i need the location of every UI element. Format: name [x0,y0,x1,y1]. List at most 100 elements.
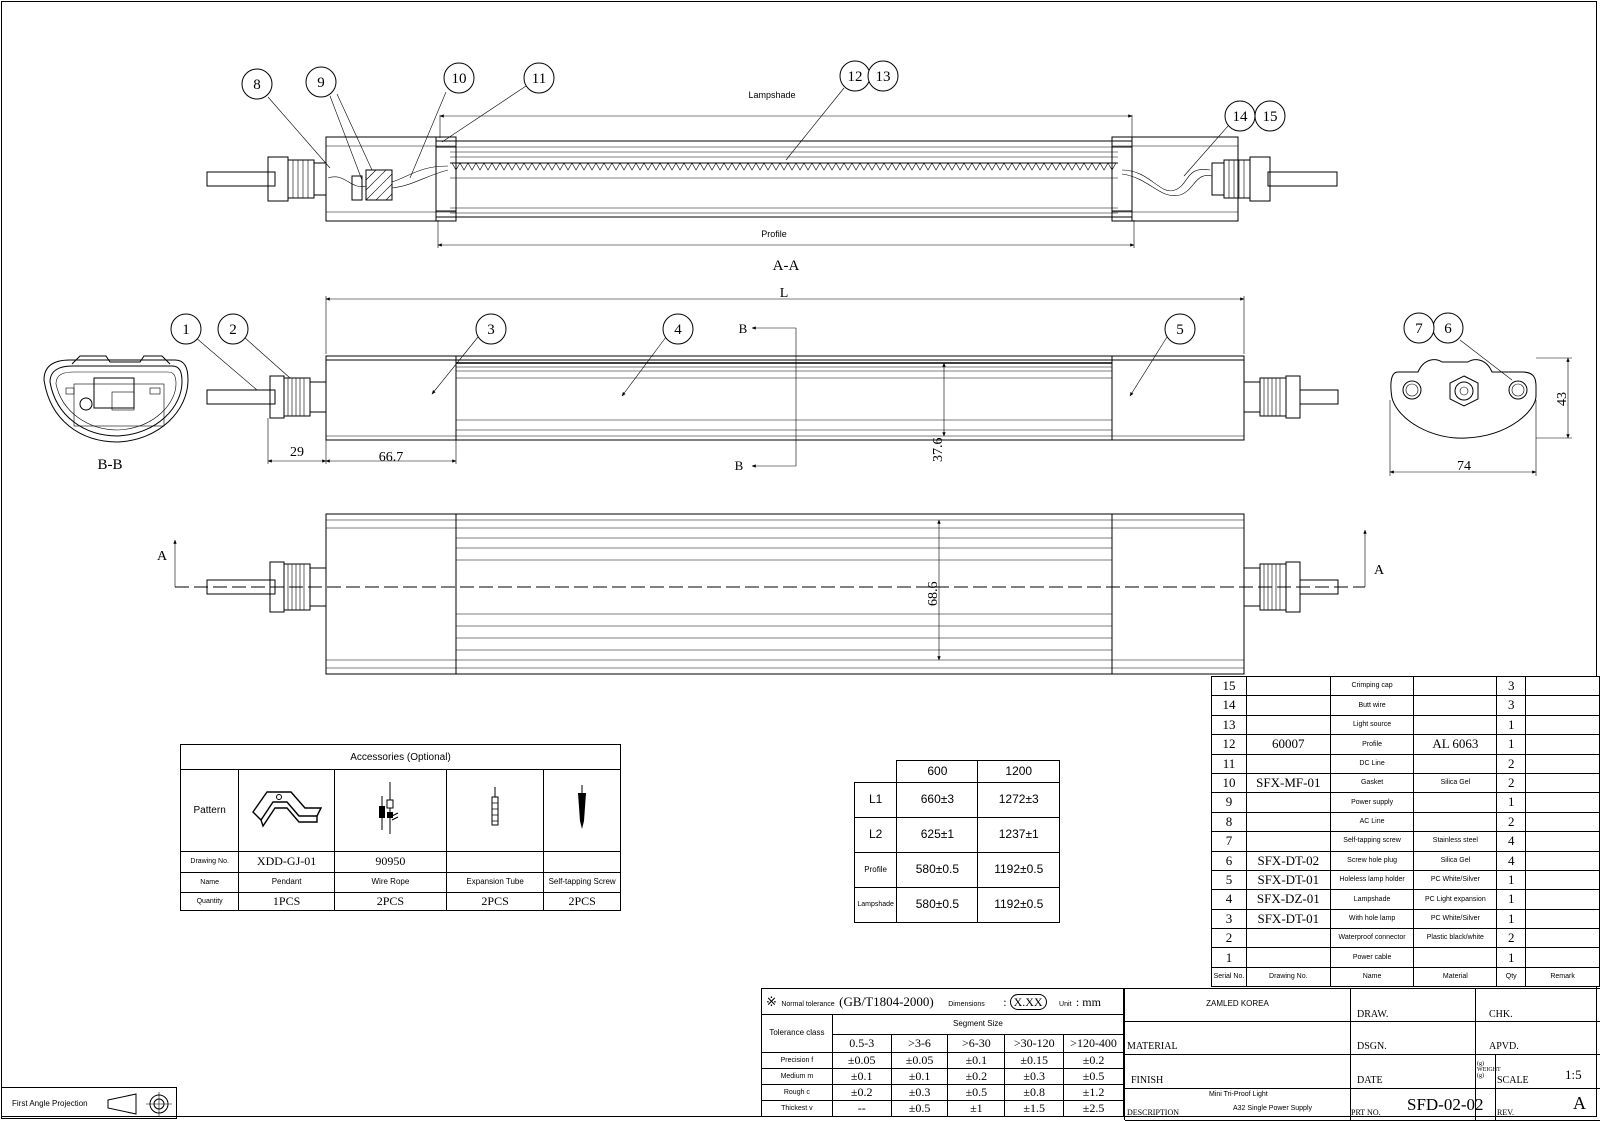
tolerance-value: ±0.8 [1004,1084,1065,1101]
bom-material: PC Light expansion [1413,889,1498,910]
dim-66-7: 66.7 [379,450,404,465]
bom-qty: 1 [1496,908,1527,930]
tolerance-symbol: ※ [766,993,777,1009]
row-label-quantity: Quantity [179,892,240,911]
bom-remark [1525,869,1600,891]
tolerance-value: ±0.1 [947,1052,1006,1069]
rev-value: A [1573,1093,1586,1113]
date-label: DATE [1357,1075,1383,1086]
accessories-title: Accessories (Optional) [180,744,621,770]
bom-header: Name [1329,966,1415,987]
balloon-8: 8 [253,77,261,93]
balloon-4: 4 [674,322,682,338]
bom-serial-no: 5 [1211,869,1247,891]
part-no: SFD-02-02 [1407,1095,1484,1114]
bom-serial-no: 6 [1211,850,1247,871]
length-table: 600 1200 L1 660±3 1272±3 L2 625±1 1237±1… [853,760,1060,923]
balloon-13: 13 [876,69,891,85]
bom-serial-no: 2 [1211,928,1247,949]
bom-name: Power supply [1329,792,1415,813]
dsgn-label: DSGN. [1357,1041,1387,1052]
bom-drawing-no [1245,947,1331,968]
bom-qty: 1 [1496,734,1527,755]
pattern-wire-rope [333,769,447,852]
projection-label: First Angle Projection [12,1099,88,1108]
bom-drawing-no [1245,714,1331,736]
bom-name: Lampshade [1329,889,1415,910]
material-label: MATERIAL [1127,1041,1178,1052]
acc-name: Self-tapping Screw [543,872,621,893]
balloon-circle [305,66,337,98]
tolerance-value: ±0.3 [890,1084,949,1101]
bom-qty: 2 [1496,928,1527,949]
bom-material: AL 6063 [1413,734,1498,755]
top-view: A A 68.6 [157,513,1385,675]
bom-serial-no: 12 [1211,734,1247,755]
bom-name: Screw hole plug [1329,850,1415,871]
tolerance-value: ±1.5 [1004,1100,1065,1117]
bom-remark [1525,831,1600,852]
acc-name: Expansion Tube [445,872,545,893]
tolerance-value: ±0.05 [831,1052,892,1069]
bom-name: Power cable [1329,947,1415,968]
length-cell: 580±0.5 [896,852,979,888]
unit-value: mm [1082,994,1101,1009]
label-lampshade: Lampshade [748,90,795,100]
tolerance-row-label: Medium m [761,1068,833,1085]
dim-43: 43 [1555,392,1570,406]
bom-drawing-no [1245,753,1331,774]
balloon-7: 7 [1415,321,1423,337]
balloon-leaders [194,85,1513,397]
tolerance-value: ±0.2 [947,1068,1006,1085]
draw-label: DRAW. [1357,1009,1389,1020]
bom-drawing-no [1245,675,1331,697]
balloon-2: 2 [229,322,237,338]
bom-serial-no: 1 [1211,947,1247,968]
bom-serial-no: 7 [1211,831,1247,852]
weight-unit: (g) [1477,1061,1484,1067]
tolerance-value: ±0.5 [890,1100,949,1117]
bom-header: Drawing No. [1245,966,1331,987]
acc-drawing-no: 90950 [333,851,447,873]
section-aa-view: Lampshade Profile A-A [206,90,1338,274]
length-row-label: Lampshade [853,887,898,923]
label-section-b-bottom: B [735,458,744,473]
acc-name: Pendant [238,872,335,893]
balloon-6: 6 [1444,321,1452,337]
bom-serial-no: 11 [1211,753,1247,774]
expansion-tube-icon [491,787,499,826]
bom-qty: 2 [1496,772,1527,794]
bom-remark [1525,675,1600,697]
tolerance-value: ±2.5 [1063,1100,1124,1117]
bom-remark [1525,695,1600,716]
bom-header: Qty [1496,966,1527,987]
first-angle-projection-icon [107,1092,172,1116]
dim-74: 74 [1457,459,1471,474]
end-view: 43 74 [1389,357,1572,476]
length-col-header: 1200 [977,760,1060,783]
bom-material: Silica Gel [1413,772,1498,794]
bom-remark [1525,889,1600,910]
bom-drawing-no: SFX-MF-01 [1245,772,1331,794]
balloon-3: 3 [487,322,495,338]
bom-serial-no: 13 [1211,714,1247,736]
bom-header: Remark [1525,966,1600,987]
length-cell: 660±3 [896,782,979,818]
length-row-label: L2 [853,817,898,853]
bom-remark [1525,947,1600,968]
bom-drawing-no [1245,695,1331,716]
balloon-circle [1403,312,1435,344]
tolerance-header: ※ Normal tolerance (GB/T1804-2000) Dimen… [761,988,1124,1015]
bom-qty: 4 [1496,850,1527,871]
length-cell: 1237±1 [977,817,1060,853]
row-label-pattern: Pattern [179,769,240,852]
bom-drawing-no [1245,811,1331,833]
balloon-circle [523,62,555,94]
dim-29: 29 [290,445,304,460]
